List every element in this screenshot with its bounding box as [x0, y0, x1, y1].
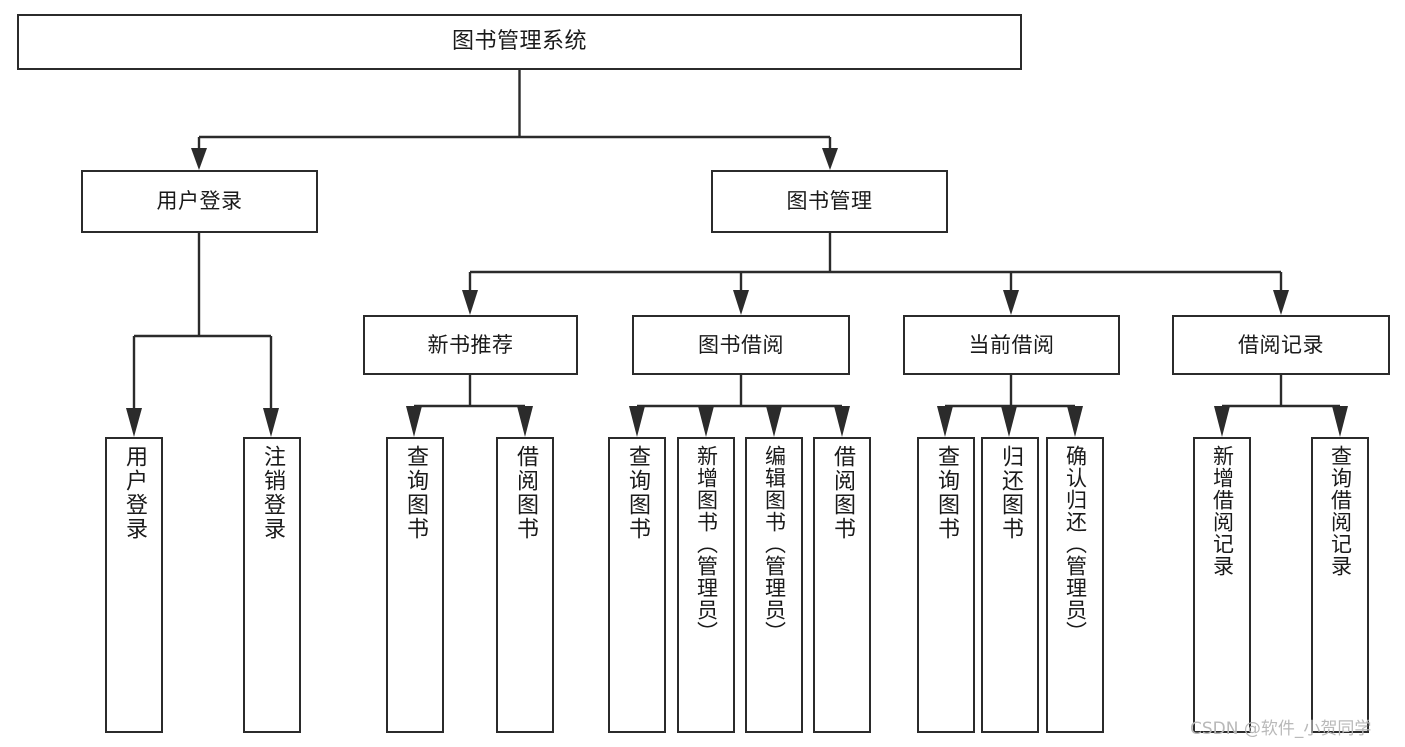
- node-new-book-recommendation[interactable]: 新书推荐: [363, 315, 578, 375]
- node-label: 查询图书: [934, 445, 959, 541]
- node-label: 图书借阅: [698, 332, 784, 357]
- node-label: 当前借阅: [968, 332, 1055, 357]
- node-label: 编辑图书（管理员）: [762, 445, 787, 643]
- node-label: 查询图书: [625, 445, 650, 541]
- node-label: 新增图书（管理员）: [694, 445, 719, 643]
- leaf-confirm-return-admin[interactable]: 确认归还（管理员）: [1046, 437, 1104, 733]
- node-label: 图书管理系统: [451, 29, 587, 54]
- node-root-book-management-system[interactable]: 图书管理系统: [17, 14, 1022, 70]
- leaf-borrow-books-recommend[interactable]: 借阅图书: [496, 437, 554, 733]
- leaf-borrow-books[interactable]: 借阅图书: [813, 437, 871, 733]
- node-current-borrowing[interactable]: 当前借阅: [903, 315, 1120, 375]
- leaf-query-books-borrow[interactable]: 查询图书: [608, 437, 666, 733]
- node-book-management[interactable]: 图书管理: [711, 170, 948, 233]
- leaf-query-books-current[interactable]: 查询图书: [917, 437, 975, 733]
- leaf-add-book-admin[interactable]: 新增图书（管理员）: [677, 437, 735, 733]
- leaf-user-login[interactable]: 用户登录: [105, 437, 163, 733]
- node-label: 借阅图书: [513, 445, 538, 541]
- leaf-query-books-recommend[interactable]: 查询图书: [386, 437, 444, 733]
- node-user-login[interactable]: 用户登录: [81, 170, 318, 233]
- csdn-watermark: CSDN @软件_小贺同学: [1190, 719, 1372, 739]
- leaf-add-borrow-record[interactable]: 新增借阅记录: [1193, 437, 1251, 733]
- leaf-logout[interactable]: 注销登录: [243, 437, 301, 733]
- node-label: 查询借阅记录: [1328, 445, 1353, 577]
- node-label: 注销登录: [260, 445, 285, 541]
- node-label: 图书管理: [786, 189, 873, 213]
- node-label: 确认归还（管理员）: [1063, 445, 1088, 643]
- node-label: 用户登录: [156, 189, 243, 213]
- node-label: 借阅记录: [1238, 332, 1324, 357]
- node-label: 用户登录: [122, 445, 147, 541]
- leaf-query-borrow-record[interactable]: 查询借阅记录: [1311, 437, 1369, 733]
- leaf-return-books[interactable]: 归还图书: [981, 437, 1039, 733]
- node-borrow-records[interactable]: 借阅记录: [1172, 315, 1390, 375]
- leaf-edit-book-admin[interactable]: 编辑图书（管理员）: [745, 437, 803, 733]
- node-book-borrowing[interactable]: 图书借阅: [632, 315, 850, 375]
- node-label: 归还图书: [998, 445, 1023, 541]
- node-label: 新增借阅记录: [1210, 445, 1235, 577]
- node-label: 借阅图书: [830, 445, 855, 541]
- node-label: 查询图书: [403, 445, 428, 541]
- node-label: 新书推荐: [427, 332, 514, 357]
